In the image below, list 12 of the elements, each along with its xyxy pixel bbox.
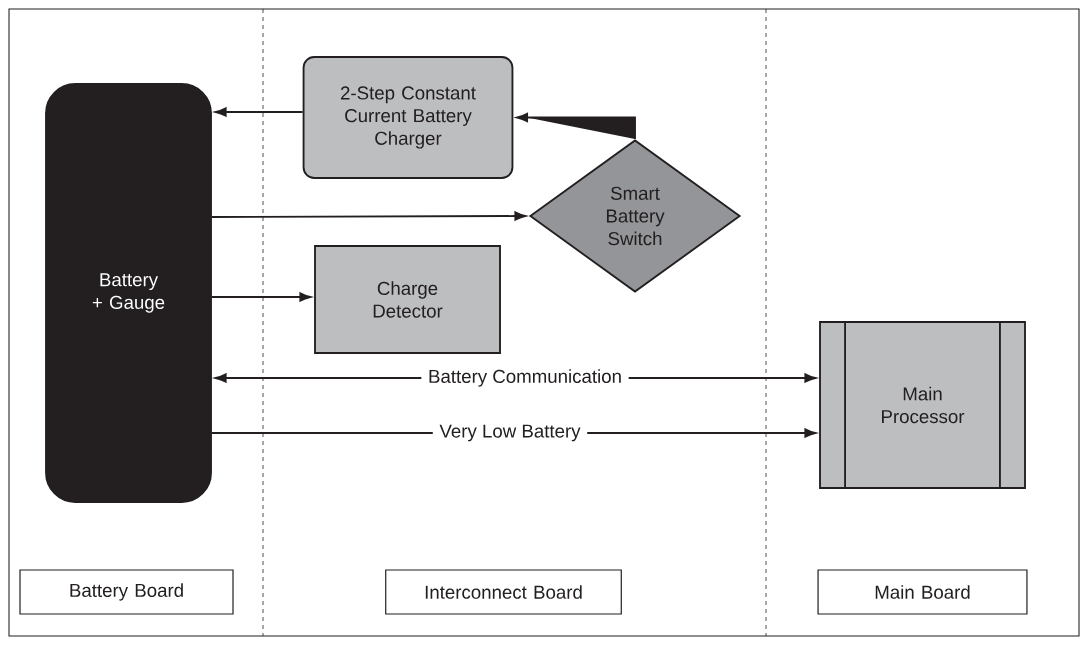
edge-label: Battery Communication: [421, 362, 629, 394]
board-label-box: Interconnect Board: [385, 569, 622, 615]
board-label-box: Battery Board: [19, 569, 234, 615]
edge-label: Very Low Battery: [432, 417, 588, 448]
board-label-box: Main Board: [817, 569, 1028, 615]
arrow: [214, 107, 304, 117]
processor-box: Main Processor: [819, 320, 1026, 490]
arrow: [211, 292, 312, 302]
charger-box: 2-Step Constant Current Battery Charger: [302, 56, 514, 179]
arrow: [211, 211, 527, 221]
battery-block: Battery + Gauge: [45, 83, 212, 503]
process-box: Charge Detector: [314, 245, 501, 354]
